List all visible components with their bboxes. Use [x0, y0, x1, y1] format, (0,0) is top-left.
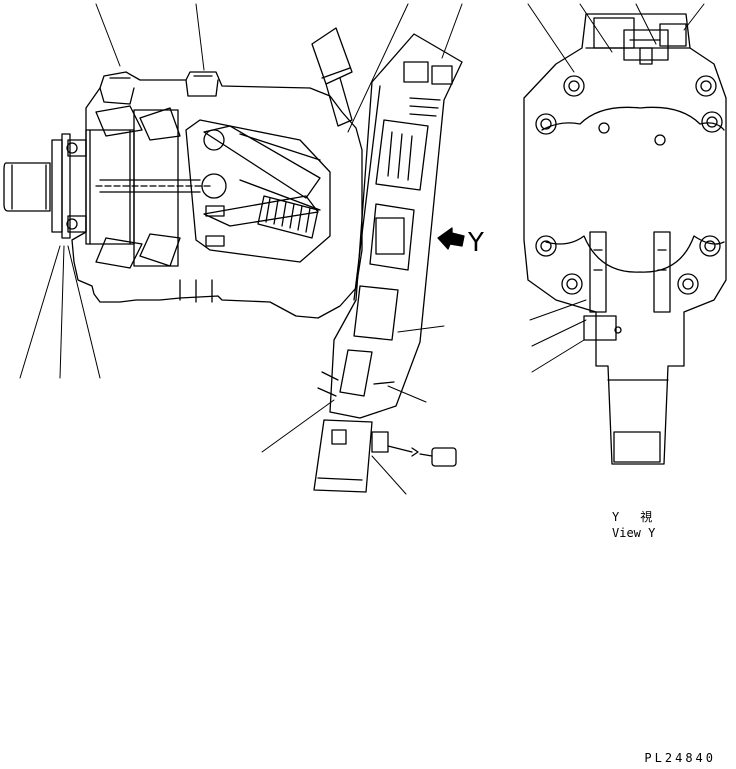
view-y-top-block — [593, 17, 687, 65]
view-arrow-label: Y — [468, 228, 484, 258]
vent-plug — [311, 27, 353, 127]
view-caption-jp-letter: Y — [612, 510, 621, 524]
view-y — [523, 3, 727, 465]
view-y-bolts — [535, 75, 723, 295]
view-y-cartridges — [583, 231, 671, 341]
view-caption-jp-word: 視 — [640, 510, 654, 524]
bearing-and-cylinder-block — [85, 105, 211, 269]
servo-spring — [257, 195, 319, 239]
view-y-callout-leaders — [527, 3, 705, 373]
output-shaft — [3, 162, 51, 212]
drawing-number: PL24840 — [644, 751, 716, 765]
view-arrow — [437, 227, 465, 250]
shaft-seal — [51, 133, 87, 239]
control-valve-block — [317, 33, 463, 419]
solenoid-valve — [313, 419, 457, 493]
view-caption-en: View Y — [612, 526, 656, 540]
piston-section — [185, 119, 331, 263]
view-y-body — [523, 13, 727, 465]
callout-leaders — [19, 3, 463, 495]
motor-housing — [71, 71, 363, 319]
sectional-view — [3, 3, 465, 495]
view-y-lower-shaft — [607, 379, 669, 463]
